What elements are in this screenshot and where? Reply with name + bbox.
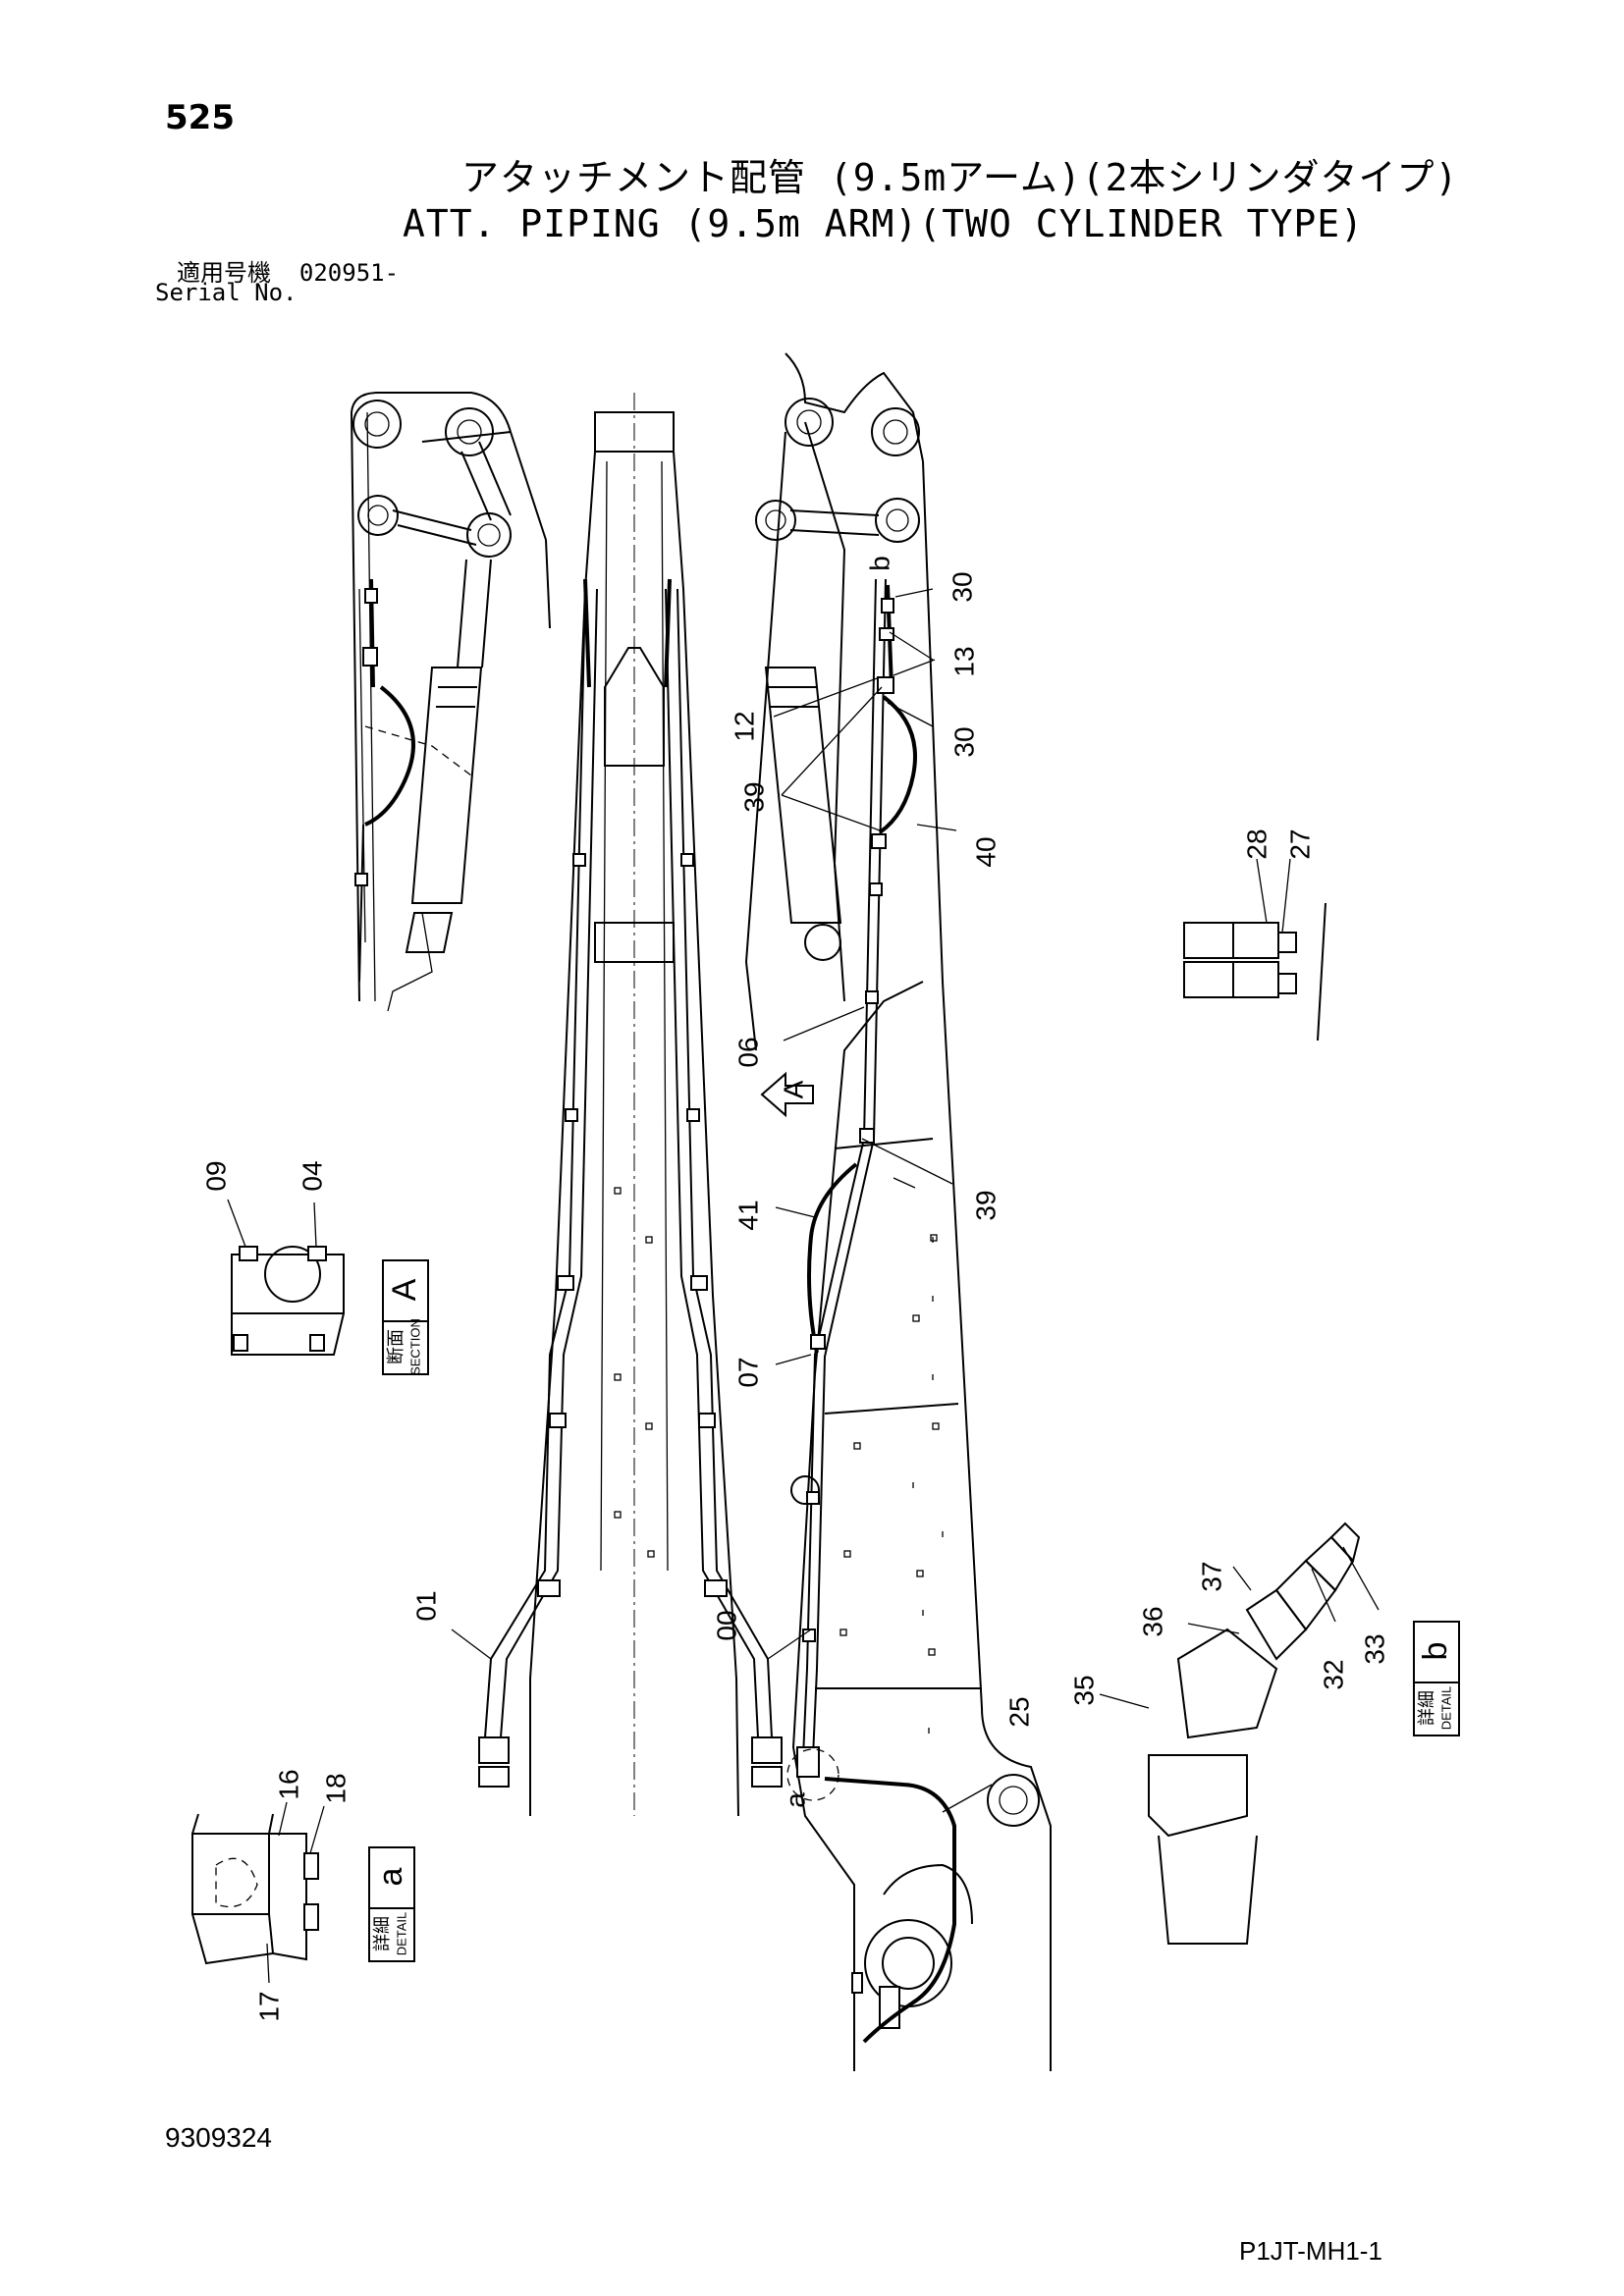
callout-07: 07 [732,1357,763,1387]
section-a-en: SECTION [407,1318,422,1375]
serial-label-jp: 適用号機 [177,259,271,287]
drawing-number: 9309324 [165,2122,273,2153]
callout-37: 37 [1196,1561,1226,1591]
serial-value: 020951- [298,259,400,287]
callout-12: 12 [729,711,759,741]
callout-labels: 30 13 12 30 39 40 28 27 06 09 04 41 39 0… [200,556,1389,2021]
callout-28: 28 [1241,828,1272,859]
callout-39: 39 [738,781,769,812]
section-a-jp: 断面 [386,1329,406,1364]
serial-line-japanese: 適用号機 020951- [177,253,399,288]
detail-b-en: DETAIL [1438,1686,1453,1731]
detail-b-box: 詳細 DETAIL b [1413,1621,1460,1736]
callout-06: 06 [732,1037,763,1067]
page-number: 525 [165,98,235,137]
detail-b-jp: 詳細 [1417,1690,1437,1726]
callout-27: 27 [1284,828,1315,859]
detail-a-marker: a [780,1792,810,1808]
callout-40: 40 [970,836,1001,867]
callout-39: 39 [970,1190,1001,1220]
title-english: ATT. PIPING (9.5m ARM)(TWO CYLINDER TYPE… [403,202,1364,245]
serial-label-english: Serial No. [155,279,298,306]
detail-a-letter: a [372,1867,409,1886]
callout-35: 35 [1068,1675,1099,1705]
section-a-detail [227,1199,345,1356]
view-arrow-a: A [760,1071,814,1118]
callout-18: 18 [320,1773,351,1803]
view-arrow-a-label: A [778,1080,808,1098]
callout-33: 33 [1359,1633,1389,1664]
callout-13: 13 [948,646,979,676]
left-arm-view [351,392,551,1012]
right-arm-side-view [744,352,1052,2071]
detail-a-box: 詳細 DETAIL a [368,1846,415,1962]
center-arm-top-view [478,393,783,1817]
callout-30: 30 [947,571,977,602]
detail-b-fitting [1099,1522,1380,1945]
callout-30: 30 [948,726,979,757]
detail-a-clamp [191,1801,325,1984]
leader-lines [451,588,993,1813]
section-a-box: 断面 SECTION A [382,1259,429,1375]
callout-17: 17 [253,1991,284,2021]
section-a-letter: A [386,1278,423,1301]
detail-a-en: DETAIL [394,1912,408,1956]
callout-04: 04 [297,1160,327,1191]
callout-41: 41 [732,1200,763,1230]
callout-36: 36 [1137,1606,1167,1636]
callout-09: 09 [200,1160,231,1191]
callout-00: 00 [711,1610,741,1640]
callout-01: 01 [410,1590,441,1621]
clamp-detail-27-28 [1183,858,1326,1041]
callout-16: 16 [273,1769,303,1799]
detail-b-letter: b [1417,1642,1454,1661]
callout-32: 32 [1318,1659,1348,1689]
callout-25: 25 [1003,1696,1034,1727]
detail-b-marker: b [864,556,894,571]
page-code: P1JT-MH1-1 [1239,2236,1382,2266]
detail-a-jp: 詳細 [372,1916,393,1951]
title-japanese: アタッチメント配管 (9.5mアーム)(2本シリンダタイプ) [461,156,1459,199]
